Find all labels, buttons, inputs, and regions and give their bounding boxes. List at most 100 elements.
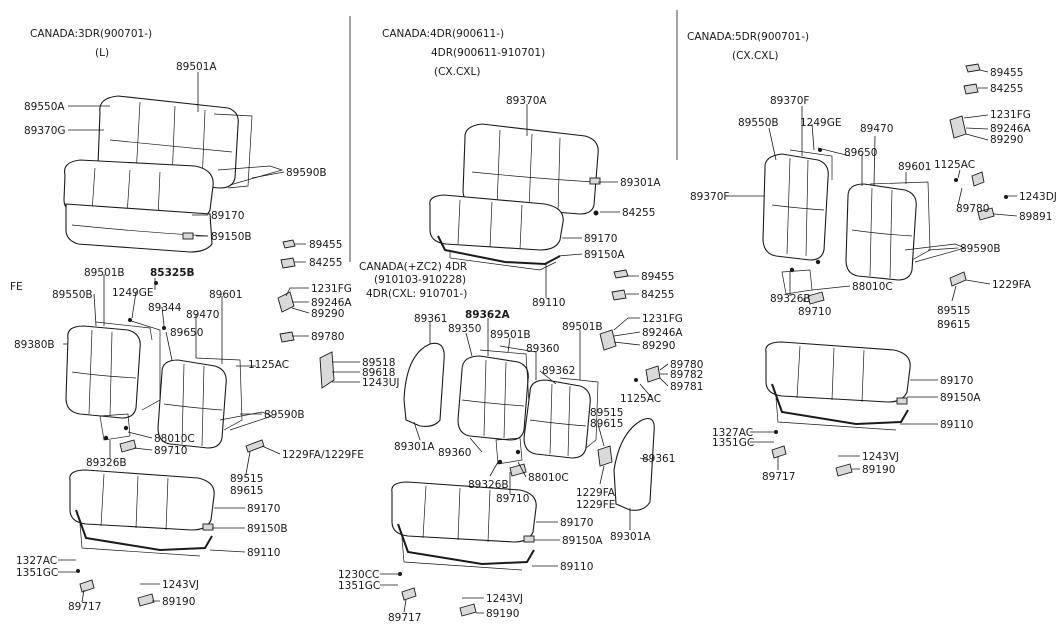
part-label: 89370F <box>690 191 729 203</box>
part-label: 1231FG <box>642 313 683 325</box>
part-label: 89455 <box>309 239 342 251</box>
part-label: 89150A <box>584 249 625 261</box>
clip-89717-left <box>79 579 95 593</box>
part-label: 1351GC <box>16 567 58 579</box>
seat-back-right-fe <box>157 359 227 449</box>
part-label: 89360 <box>526 343 559 355</box>
header-canada-4dr-range: 4DR(900611-910701) <box>431 47 545 59</box>
part-label: 89780 <box>670 359 703 371</box>
part-label: 89170 <box>584 233 617 245</box>
clip-89455-right <box>965 63 981 73</box>
part-label: 89326B <box>86 457 127 469</box>
section-dividers <box>349 10 678 262</box>
part-label: 1229FA/1229FE <box>282 449 364 461</box>
part-label: 89110 <box>560 561 593 573</box>
seat-4dr-top-middle <box>429 123 601 271</box>
part-label: 89615 <box>230 485 263 497</box>
seat-back-right-zc2 <box>523 379 591 459</box>
leader-lines <box>58 69 1018 614</box>
part-label: 89891 <box>1019 211 1052 223</box>
part-label: 89290 <box>311 308 344 320</box>
part-label: 89470 <box>860 123 893 135</box>
part-label: 89170 <box>247 503 280 515</box>
part-label: 89301A <box>610 531 651 543</box>
part-label: 84255 <box>641 289 674 301</box>
seat-back-frame-5dr <box>869 181 931 261</box>
part-label: 89170 <box>211 210 244 222</box>
part-label: 1351GC <box>338 580 380 592</box>
part-label: 89290 <box>642 340 675 352</box>
frame-89110-left <box>75 509 213 552</box>
part-label: 89717 <box>762 471 795 483</box>
cushion-89170-center <box>391 481 537 543</box>
clip-89780 <box>279 331 295 343</box>
part-label: 1249GE <box>112 287 154 299</box>
cushion-89170-left <box>69 469 215 531</box>
part-label: 89150A <box>940 392 981 404</box>
part-label: 89501B <box>562 321 603 333</box>
part-label: 89501B <box>490 329 531 341</box>
part-label: 89301A <box>394 441 435 453</box>
bracket-88010c-fe <box>99 413 131 441</box>
part-label: 89550B <box>52 289 93 301</box>
clip-89190-right <box>835 463 853 477</box>
bracket-88010c-zc2 <box>495 437 523 465</box>
part-label: 89550A <box>24 101 65 113</box>
cushion-89170-right <box>765 341 911 403</box>
seat-3dr-top-left <box>63 95 284 253</box>
part-label: 89170 <box>560 517 593 529</box>
seat-frame-4dr <box>437 235 561 266</box>
header-canada-5dr: CANADA:5DR(900701-) <box>687 31 809 43</box>
clip-89780-right <box>971 171 985 187</box>
seat-cushion-bottom-center <box>391 481 537 617</box>
part-label: 1229FE <box>576 499 615 511</box>
part-label: 89246A <box>990 123 1031 135</box>
header-canada-zc2: CANADA(+ZC2) 4DR <box>359 261 467 273</box>
part-label: 89360 <box>438 447 471 459</box>
part-label: 89246A <box>642 327 683 339</box>
part-label: 89710 <box>798 306 831 318</box>
part-label: 1243UJ <box>362 377 400 389</box>
part-label: 89515 <box>937 305 970 317</box>
part-label: 89246A <box>311 297 352 309</box>
part-label: 89601 <box>209 289 242 301</box>
seat-fe-split-left <box>65 239 335 453</box>
seat-back-right-5dr <box>845 183 917 281</box>
part-label: 89150B <box>247 523 288 535</box>
clip-89780-zc2 <box>645 365 661 383</box>
seat-cushion-bottom-left <box>69 469 215 607</box>
clip-89717-right <box>771 445 787 459</box>
clip-89150b <box>182 232 194 240</box>
part-label: 89110 <box>532 297 565 309</box>
part-label: 89455 <box>641 271 674 283</box>
part-label: 89362 <box>542 365 575 377</box>
part-label: 88010C <box>154 433 195 445</box>
part-label: 89190 <box>486 608 519 620</box>
seat-back-frame-fe <box>195 357 243 431</box>
part-label: 1125AC <box>248 359 289 371</box>
clip-89717-center <box>401 587 417 601</box>
part-label: 89590B <box>960 243 1001 255</box>
part-label: 89515 <box>590 407 623 419</box>
part-label: 1351GC <box>712 437 754 449</box>
clip-89301a <box>589 177 601 185</box>
seat-back-left-fe <box>65 325 141 419</box>
part-label: 89380B <box>14 339 55 351</box>
part-label: 89370A <box>506 95 547 107</box>
part-label: 89350 <box>448 323 481 335</box>
part-label: 1125AC <box>934 159 975 171</box>
part-label: 1229FA <box>992 279 1032 291</box>
clip-89455-zc2 <box>613 269 629 279</box>
header-canada-zc2-range: (910103-910228) <box>374 274 466 286</box>
part-label: 1243DJ <box>1019 191 1057 203</box>
part-label: 89518 <box>362 357 395 369</box>
part-label: 89590B <box>264 409 305 421</box>
hinge-89246a-right <box>949 115 967 139</box>
part-label: 1230CC <box>338 569 379 581</box>
part-label: 89615 <box>937 319 970 331</box>
part-label: 1327AC <box>16 555 57 567</box>
part-label: 88010C <box>528 472 569 484</box>
header-canada-3dr: CANADA:3DR(900701-) <box>30 28 152 40</box>
part-label: 1231FG <box>311 283 352 295</box>
frame-89110-right <box>771 383 909 426</box>
